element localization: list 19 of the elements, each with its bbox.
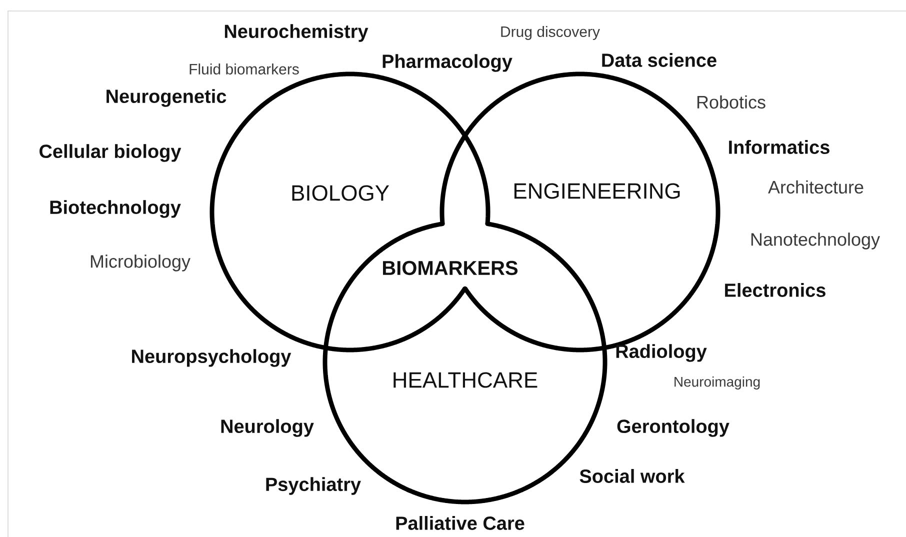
- circle-title: BIOLOGY: [292, 185, 390, 201]
- field-label: Drug discovery: [501, 26, 600, 40]
- field-label: Robotics: [697, 95, 766, 109]
- field-label: Pharmacology: [382, 54, 512, 72]
- field-label: Neurochemistry: [224, 24, 368, 42]
- field-label: Social work: [580, 469, 685, 483]
- field-label: Neuropsychology: [132, 349, 292, 367]
- field-label: Nanotechnology: [751, 232, 880, 250]
- circle-title: HEALTHCARE: [394, 372, 538, 388]
- field-label: Radiology: [616, 344, 707, 362]
- circle-title: ENGIENEERING: [514, 183, 680, 199]
- field-label: Cellular biology: [40, 144, 182, 162]
- field-label: Psychiatry: [266, 477, 361, 495]
- field-label: Neurogenetic: [106, 89, 226, 107]
- field-label: Fluid biomarkers: [190, 64, 299, 74]
- field-label: Neuroimaging: [674, 376, 760, 390]
- field-label: Microbiology: [90, 254, 190, 272]
- field-label: Architecture: [768, 180, 864, 194]
- field-label: Biotechnology: [50, 200, 181, 218]
